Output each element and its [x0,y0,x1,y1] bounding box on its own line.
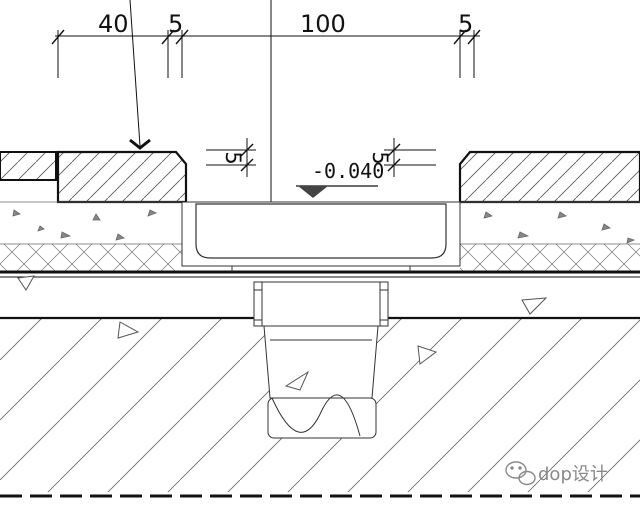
watermark: dop设计 [505,461,608,486]
dimension-lines [51,29,481,78]
side-dim-right: 5 [368,151,392,164]
drain-pipe [253,281,389,439]
wechat-logo-icon [505,461,536,486]
dim-label-5-left: 5 [168,10,183,38]
side-dim-left: 5 [221,151,245,164]
dim-label-40: 40 [98,10,129,38]
dim-label-100: 100 [300,10,346,38]
watermark-text: dop设计 [538,464,608,485]
paving-layer [0,150,640,204]
dim-label-5-right: 5 [458,10,473,38]
base-layer [0,244,640,278]
level-label: -0.040 [312,159,384,183]
level-marker [296,185,378,198]
side-dimensions [206,138,436,177]
drain-channel [181,201,461,272]
